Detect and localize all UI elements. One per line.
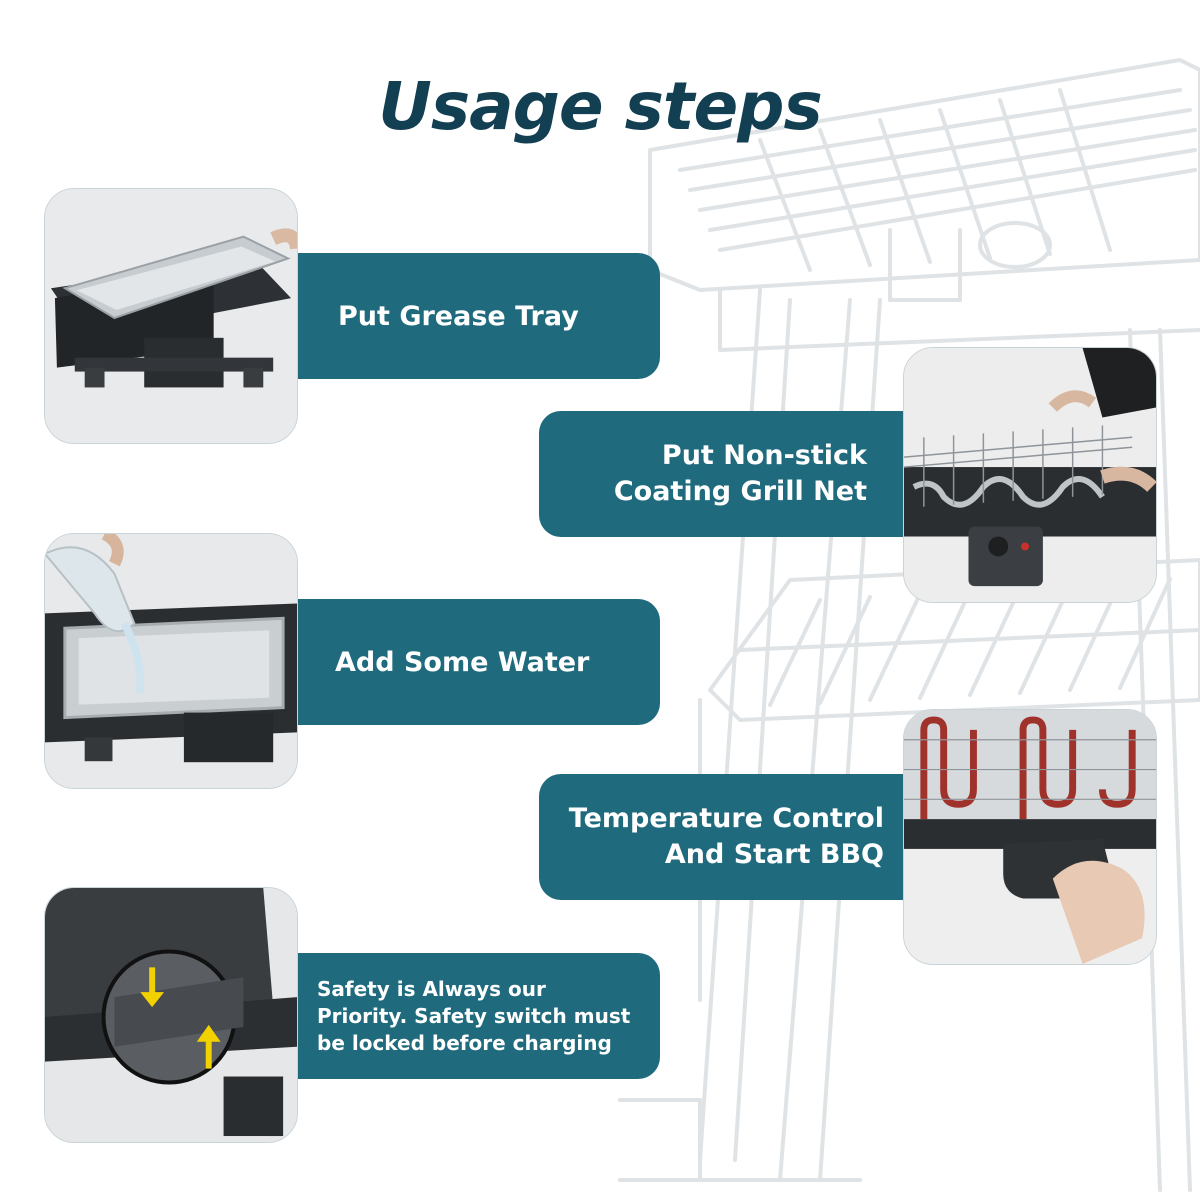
step-3-photo — [44, 533, 298, 789]
safety-switch-photo-icon — [45, 888, 297, 1142]
step-5-photo — [44, 887, 298, 1143]
grease-tray-photo-icon — [45, 189, 297, 443]
step-5-label: Safety is Always our Priority. Safety sw… — [317, 976, 631, 1055]
step-1-photo — [44, 188, 298, 444]
grill-net-photo-icon — [904, 348, 1156, 602]
page-title: Usage steps — [378, 68, 823, 145]
step-2-label: Put Non-stick Coating Grill Net — [613, 440, 867, 507]
step-3-label: Add Some Water — [335, 646, 590, 678]
step-1-label: Put Grease Tray — [338, 300, 579, 332]
arrow-up-icon — [196, 1024, 221, 1069]
arrow-down-icon — [140, 967, 165, 1008]
temperature-knob-photo-icon — [904, 710, 1156, 964]
step-4-label: Temperature Control And Start BBQ — [568, 803, 884, 870]
step-4-photo — [903, 709, 1157, 965]
water-pouring-photo-icon — [45, 534, 297, 788]
step-2-photo — [903, 347, 1157, 603]
